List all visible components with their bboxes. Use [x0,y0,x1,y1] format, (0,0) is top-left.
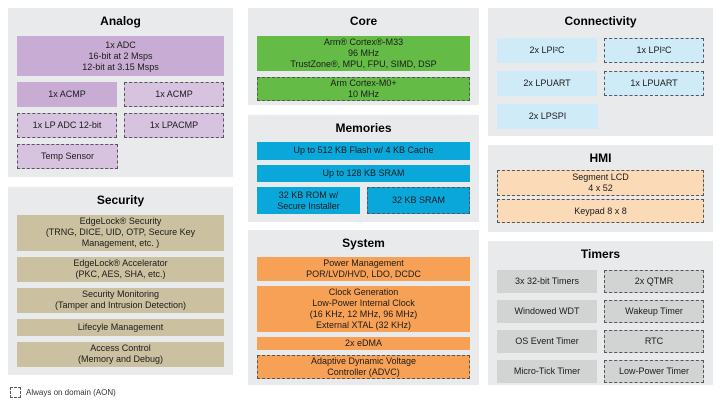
column-middle: Core Arm® Cortex®-M33 96 MHz TrustZone®,… [248,8,479,385]
block-rom: 32 KB ROM w/ Secure Installer [257,187,360,214]
block-access-control: Access Control (Memory and Debug) [17,341,224,367]
panel-system-title: System [342,236,385,250]
column-right: Connectivity 2x LPI²C 1x LPI²C 2x LPUART… [488,8,713,385]
legend-aon: Always on domain (AON) [10,387,116,398]
panel-core: Core Arm® Cortex®-M33 96 MHz TrustZone®,… [248,8,479,105]
block-lpspi: 2x LPSPI [497,104,598,129]
block-adc: 1x ADC 16-bit at 2 Msps 12-bit at 3.15 M… [17,36,224,76]
block-flash: Up to 512 KB Flash w/ 4 KB Cache [257,142,470,160]
legend-label: Always on domain (AON) [26,388,116,397]
block-os-event-timer: OS Event Timer [497,330,597,353]
block-windowed-wdt: Windowed WDT [497,300,597,323]
panel-security: Security EdgeLock® Security (TRNG, DICE,… [8,187,233,375]
panel-memories-title: Memories [335,121,392,135]
panel-connectivity: Connectivity 2x LPI²C 1x LPI²C 2x LPUART… [488,8,713,136]
block-cortex-m0plus: Arm Cortex-M0+ 10 MHz [257,77,470,101]
block-qtmr: 2x QTMR [604,270,704,293]
block-keypad: Keypad 8 x 8 [497,199,704,223]
block-edgelock-security: EdgeLock® Security (TRNG, DICE, UID, OTP… [17,215,224,251]
block-acmp-aon: 1x ACMP [124,82,224,107]
block-micro-tick-timer: Micro-Tick Timer [497,360,597,383]
panel-hmi: HMI Segment LCD 4 x 52 Keypad 8 x 8 [488,145,713,232]
panel-analog-title: Analog [100,14,141,28]
spacer [125,144,224,169]
block-temp-sensor: Temp Sensor [17,144,118,169]
block-edma: 2x eDMA [257,337,470,350]
column-left: Analog 1x ADC 16-bit at 2 Msps 12-bit at… [8,8,233,375]
panel-timers-title: Timers [580,247,621,261]
block-wakeup-timer: Wakeup Timer [604,300,704,323]
block-lpi2c-2x: 2x LPI²C [497,38,597,63]
block-advc: Adaptive Dynamic Voltage Controller (ADV… [257,355,470,379]
panel-hmi-title: HMI [589,151,612,165]
block-cortex-m33: Arm® Cortex®-M33 96 MHz TrustZone®, MPU,… [257,36,470,71]
block-low-power-timer: Low-Power Timer [604,360,704,383]
panel-memories: Memories Up to 512 KB Flash w/ 4 KB Cach… [248,115,479,222]
panel-analog: Analog 1x ADC 16-bit at 2 Msps 12-bit at… [8,8,233,177]
block-lpi2c-1x: 1x LPI²C [604,38,704,63]
panel-system: System Power Management POR/LVD/HVD, LDO… [248,230,479,385]
panel-connectivity-title: Connectivity [564,14,637,28]
block-sram-32: 32 KB SRAM [367,187,470,214]
panel-timers: Timers 3x 32-bit Timers 2x QTMR Windowed… [488,241,713,385]
block-power-management: Power Management POR/LVD/HVD, LDO, DCDC [257,257,470,281]
block-clock-generation: Clock Generation Low-Power Internal Cloc… [257,286,470,332]
block-lpuart-2x: 2x LPUART [497,71,597,96]
spacer [605,104,704,129]
block-security-monitoring: Security Monitoring (Tamper and Intrusio… [17,287,224,313]
block-lpuart-1x: 1x LPUART [604,71,704,96]
block-edgelock-accelerator: EdgeLock® Accelerator (PKC, AES, SHA, et… [17,256,224,282]
block-32bit-timers: 3x 32-bit Timers [497,270,597,293]
block-lpacmp: 1x LPACMP [124,113,224,138]
dashed-box-icon [10,387,21,398]
block-lp-adc: 1x LP ADC 12-bit [17,113,117,138]
block-sram-128: Up to 128 KB SRAM [257,164,470,182]
block-segment-lcd: Segment LCD 4 x 52 [497,170,704,196]
block-acmp-1: 1x ACMP [17,82,117,107]
block-lifecycle-management: Lifecyle Management [17,318,224,336]
panel-security-title: Security [96,193,145,207]
panel-core-title: Core [349,14,378,28]
block-rtc: RTC [604,330,704,353]
